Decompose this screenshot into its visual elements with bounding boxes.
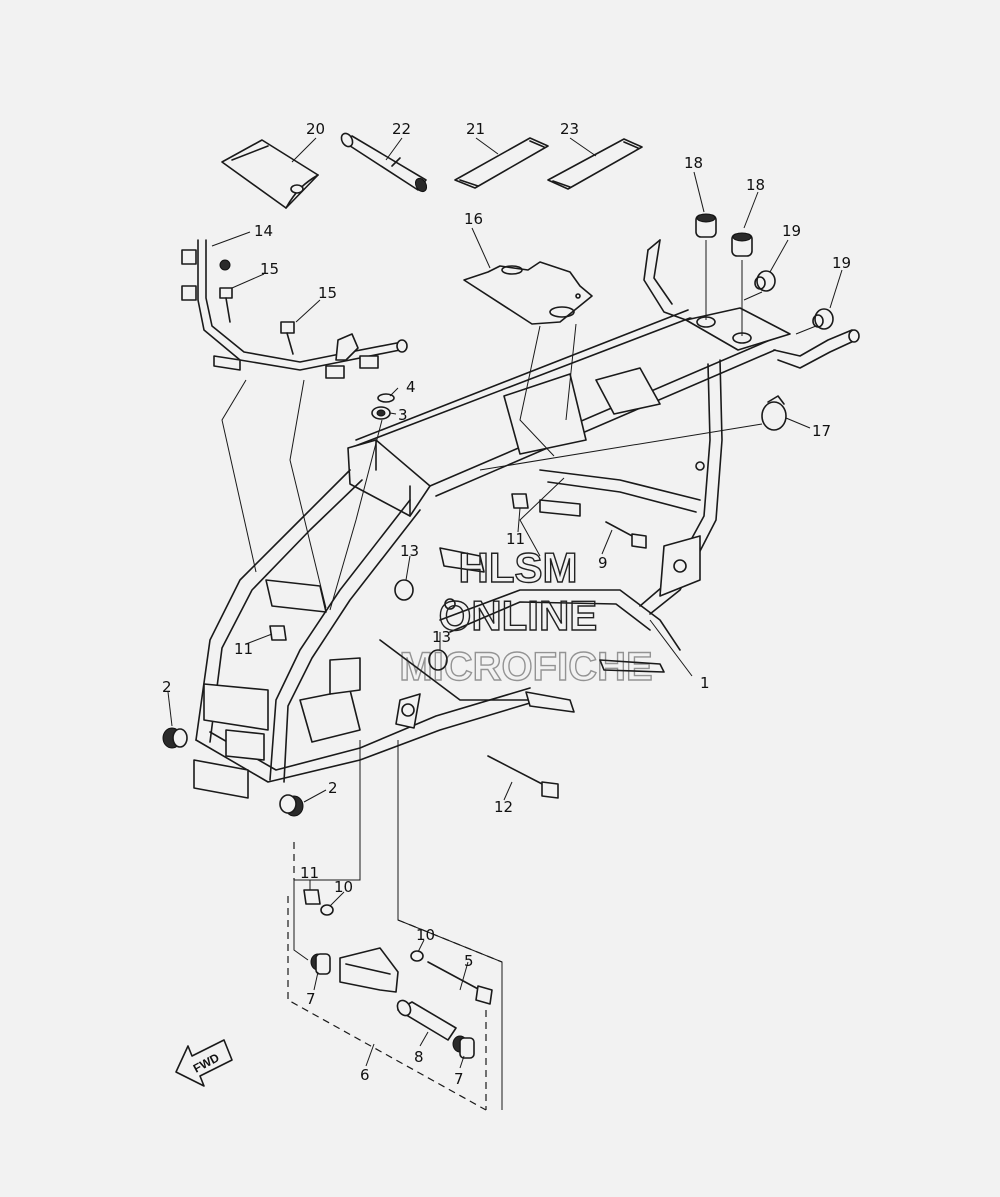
callout-11-upper: 11: [506, 530, 525, 548]
callout-6: 6: [360, 1066, 370, 1084]
part-9-bolt: [605, 521, 647, 549]
part-1-main-frame: [193, 239, 860, 799]
callout-13-upper: 13: [400, 542, 419, 560]
part-14-front-carrier: [181, 239, 408, 379]
watermark-line-3: MICROFICHE: [399, 645, 652, 689]
callout-23: 23: [560, 120, 579, 138]
part-19-cap-a: [754, 270, 776, 292]
callout-11-left: 11: [234, 640, 253, 658]
part-20-tool-bag: [221, 139, 319, 209]
callout-13-lower: 13: [432, 628, 451, 646]
callout-15-upper: 15: [260, 260, 279, 278]
part-11-nut-b: [269, 625, 287, 641]
callout-9: 9: [598, 554, 608, 572]
callout-2-bottom: 2: [328, 779, 338, 797]
callout-21: 21: [466, 120, 485, 138]
callout-14: 14: [254, 222, 273, 240]
part-13-cap-b: [428, 649, 448, 671]
callout-22: 22: [392, 120, 411, 138]
part-13-cap-a: [394, 579, 414, 601]
part-15-bolt-b: [280, 321, 295, 355]
part-23-battery-band: [547, 138, 643, 190]
part-3-nut: [371, 406, 391, 420]
callout-4: 4: [406, 378, 416, 396]
callout-1: 1: [700, 674, 710, 692]
callout-18-right: 18: [746, 176, 765, 194]
callout-18-left: 18: [684, 154, 703, 172]
part-2-plug-b: [279, 794, 304, 817]
watermark-line-2: ONLINE: [439, 592, 598, 639]
callout-7-left: 7: [306, 990, 316, 1008]
part-18-grommet-a: [695, 213, 717, 238]
callout-19-lower: 19: [832, 254, 851, 272]
callout-12: 12: [494, 798, 513, 816]
watermark: HLSM ONLINE MICROFICHE: [399, 543, 654, 689]
callout-8: 8: [414, 1048, 424, 1066]
fwd-arrow-icon: FWD: [175, 1039, 233, 1087]
part-18-grommet-b: [731, 232, 753, 257]
callout-numbers: 1 2 2 3 4 5 6 7 7 8 9 10 10 11 11 11 12 …: [162, 120, 851, 1088]
callout-3: 3: [398, 406, 408, 424]
part-16-plate: [463, 261, 593, 325]
part-21-battery-band: [454, 137, 549, 189]
callout-19-upper: 19: [782, 222, 801, 240]
callout-leaders: [167, 137, 843, 1069]
callout-7-right: 7: [454, 1070, 464, 1088]
part-2-plug-a: [162, 727, 188, 749]
callout-10-upper: 10: [334, 878, 353, 896]
callout-5: 5: [464, 952, 474, 970]
callout-11-lower: 11: [300, 864, 319, 882]
callout-20: 20: [306, 120, 325, 138]
part-4-clip: [377, 393, 395, 403]
callout-17: 17: [812, 422, 831, 440]
watermark-line-1: HLSM: [459, 544, 578, 591]
callout-10-lower: 10: [416, 926, 435, 944]
callout-16: 16: [464, 210, 483, 228]
callout-2-left: 2: [162, 678, 172, 696]
callout-15-lower: 15: [318, 284, 337, 302]
part-22-tool-tube: [340, 132, 428, 193]
part-11-nut-a: [511, 493, 529, 509]
part-15-bolt-a: [219, 287, 233, 323]
part-19-cap-b: [812, 308, 834, 330]
part-17-clamp: [761, 395, 787, 431]
part-12-bolt: [487, 755, 559, 799]
part-6-bracket-assembly: [287, 842, 503, 1111]
